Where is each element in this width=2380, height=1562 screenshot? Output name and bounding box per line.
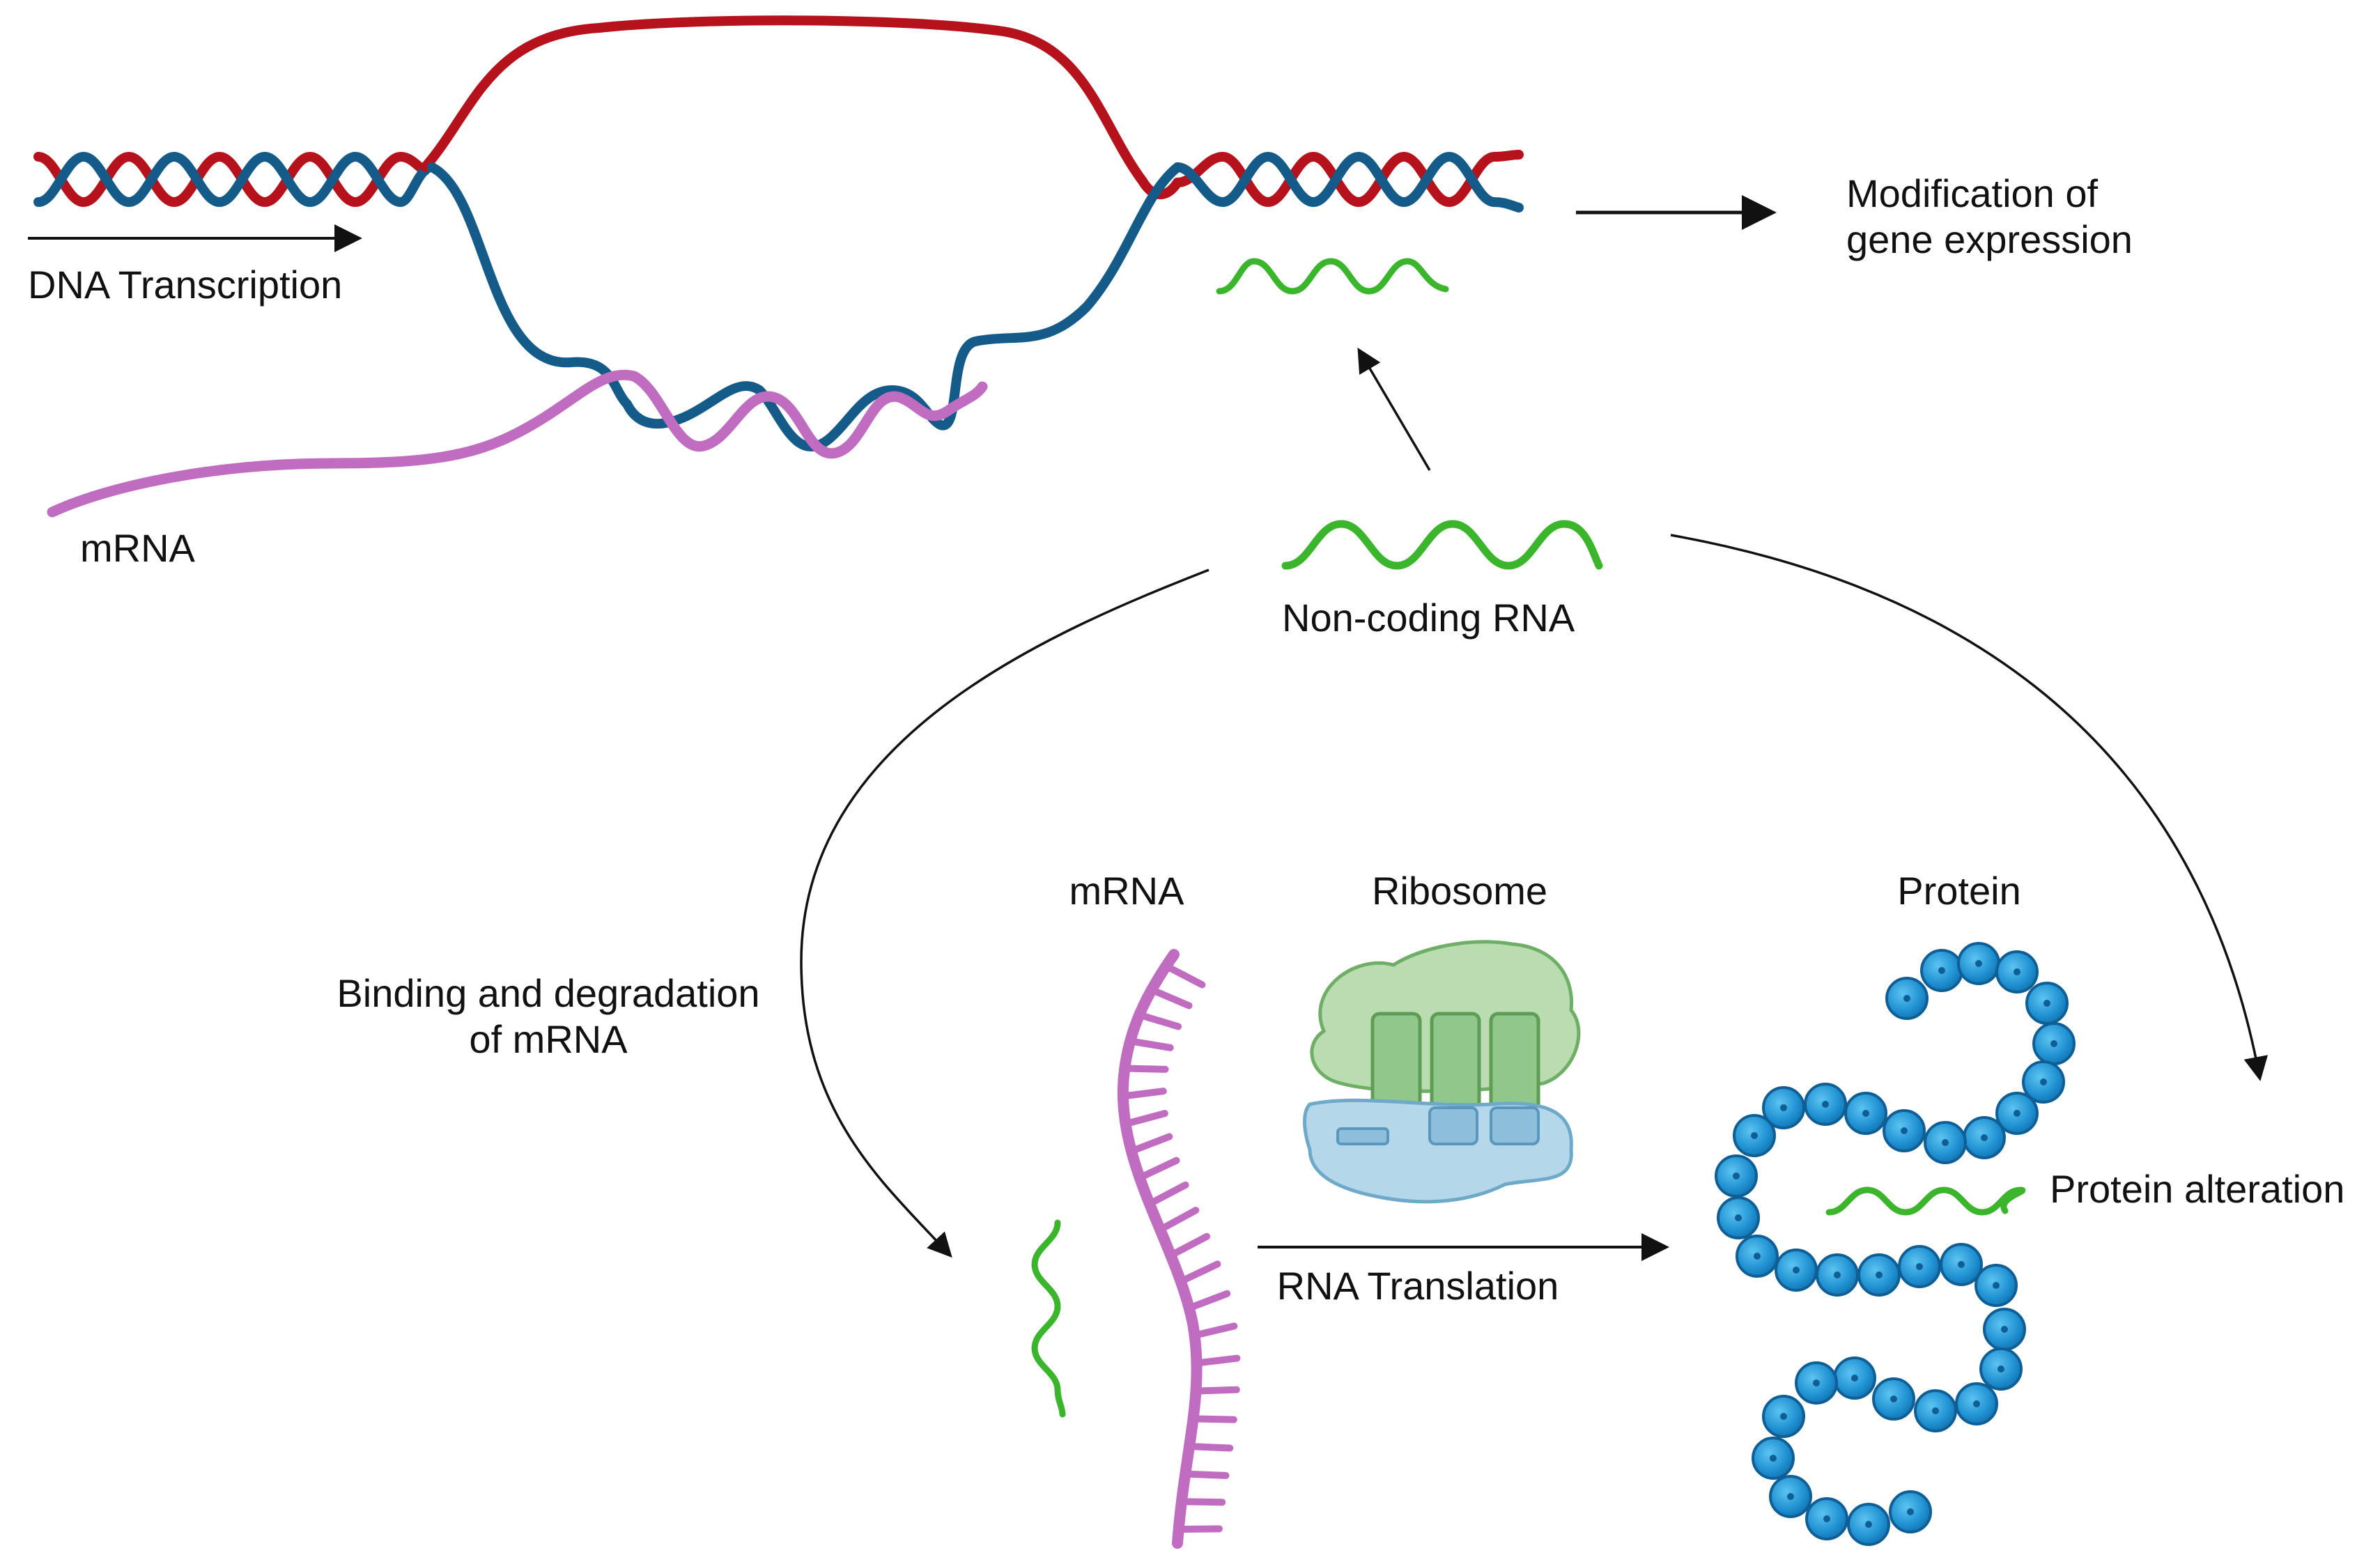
mrna-base-tick [1193,1354,1241,1367]
protein-bead-center [1787,1493,1794,1500]
mrna-base-tick [1177,1498,1226,1506]
ribosome-channel-3 [1489,1012,1540,1115]
mrna-base-tick [1191,1322,1238,1339]
protein-bead-center [2001,1326,2008,1333]
protein-bead-center [1733,1173,1740,1180]
protein-bead-center [1754,1253,1761,1260]
protein-bead-center [1770,1455,1777,1462]
mrna-base-tick [1177,1260,1221,1285]
protein-bead-center [2040,1078,2047,1085]
protein-bead-center [1973,1400,1980,1407]
protein-bead-center [1981,1134,1988,1141]
mrna-base-tick [1127,1037,1174,1051]
protein-bead-center [1993,1282,2000,1289]
ribosome-channel-1 [1370,1012,1422,1115]
mrna-base-tick [1182,1470,1230,1479]
ncrna-to-protein-arrow [1670,534,2269,1081]
mrna-base-tick [1185,1290,1231,1312]
label-mrna-top: mRNA [80,526,196,570]
protein-bead-center [1942,1139,1949,1146]
label-protein: Protein [1897,869,2020,913]
protein-bead-center [1975,960,1982,967]
protein-bead-center [2050,1040,2057,1047]
protein-bead-center [1793,1267,1800,1274]
protein-bead-center [1876,1271,1883,1278]
noncoding-rna-strand [1281,520,1603,570]
ncrna-to-dna-arrow [1357,347,1431,471]
mrna-base-tick [1162,962,1206,989]
protein-bead-center [1862,1110,1869,1117]
mrna-base-tick [1122,1110,1168,1128]
label-protein-alteration: Protein alteration [2050,1167,2344,1211]
dna-right-blue-strand [1173,151,1524,212]
dna-open-red-strand [420,15,1182,199]
protein-bead-center [1822,1101,1829,1108]
protein-bead-center [1907,1508,1914,1515]
protein-bead-center [1932,1407,1939,1414]
mrna-base-tick [1145,1181,1189,1207]
mrna-base-tick [1136,1011,1182,1030]
protein-bead-center [2014,1110,2020,1117]
protein-bead-center [1938,967,1945,974]
mrna-base-tick [1119,1088,1167,1100]
mrna-base-tick [1192,1386,1240,1395]
protein-bead-center [1780,1413,1787,1420]
label-modification-line1: Modification of [1846,171,2099,215]
ribosome-slot-2 [1428,1106,1478,1145]
mrna-backbone [1117,949,1203,1549]
protein-bead-center [1916,1263,1923,1270]
protein-bead-center [1901,1127,1908,1134]
protein-bead-center [1823,1515,1830,1522]
label-noncoding-rna: Non-coding RNA [1282,596,1575,640]
mrna-base-tick [1167,1232,1211,1259]
protein-bead-chain [1715,942,2076,1546]
label-rna-translation: RNA Translation [1277,1264,1559,1308]
mrna-base-tick [1148,986,1193,1010]
protein-bead-center [1751,1132,1758,1139]
mrna-base-tick [1136,1157,1180,1182]
protein-bead-center [1998,1366,2004,1372]
protein-bead-center [1780,1104,1787,1111]
protein-bead-center [1735,1214,1742,1221]
mrna-base-ticks [1119,962,1241,1533]
protein-bead-center [1851,1375,1858,1382]
protein-bead-center [2043,1000,2050,1007]
protein-bead-center [2014,968,2020,975]
dna-transcription-bubble [33,15,1524,518]
protein-bead-center [1834,1271,1841,1278]
ncrna-at-dna [1216,258,1449,295]
ncrna-to-mrna-arrow [800,569,1210,1258]
protein-bead-center [1890,1395,1897,1402]
ribosome-slot-3 [1490,1106,1540,1145]
label-dna-transcription: DNA Transcription [28,263,342,307]
mrna-comb [1117,949,1241,1549]
protein-bead-center [1865,1521,1872,1528]
label-binding-line1: Binding and degradation [337,971,759,1015]
ribosome-slot-1 [1336,1127,1389,1145]
protein-bead-center [1903,995,1910,1002]
ribosome-icon [1303,940,1581,1204]
mrna-base-tick [1186,1443,1234,1452]
dna-left-blue-strand [33,151,437,208]
ncrna-bound-mrna [1031,1219,1066,1418]
ncrna-at-protein [1825,1186,2026,1216]
dna-open-blue-strand [427,162,1182,451]
label-mrna-bottom: mRNA [1069,869,1185,913]
mrna-base-tick [1127,1133,1173,1155]
label-binding-line2: of mRNA [469,1017,628,1061]
mrna-transcript-strand [47,369,988,518]
ribosome-channel-2 [1430,1012,1481,1115]
mrna-base-tick [1157,1207,1200,1233]
protein-bead-center [1958,1261,1965,1268]
protein-bead-center [1813,1379,1820,1386]
mrna-base-tick [1189,1415,1237,1423]
label-ribosome: Ribosome [1372,869,1547,913]
label-modification-line2: gene expression [1846,217,2133,261]
